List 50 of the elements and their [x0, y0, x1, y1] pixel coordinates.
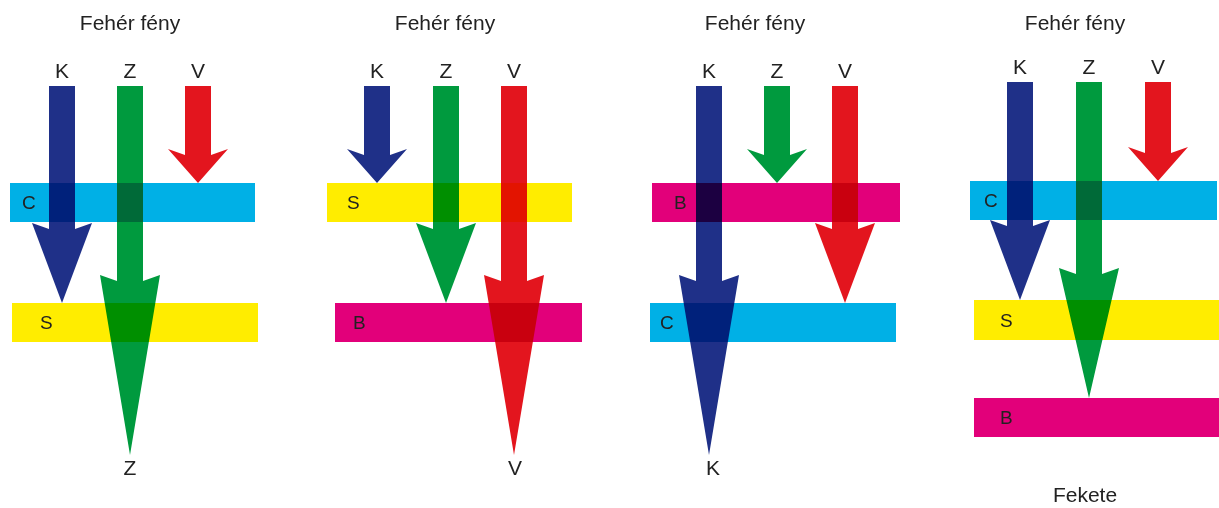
filter-band — [974, 398, 1219, 437]
filter-letter: S — [40, 313, 53, 332]
light-arrow — [100, 86, 160, 455]
caption-text: Fekete — [1052, 482, 1118, 508]
caption-text: Fehér fény — [79, 10, 181, 36]
filter-band — [335, 303, 582, 342]
color-letter: V — [830, 58, 860, 82]
color-letter: V — [183, 58, 213, 82]
filter-band — [327, 183, 572, 222]
light-arrow — [747, 86, 807, 183]
color-letter: K — [1005, 54, 1035, 78]
filter-letter: B — [1000, 408, 1013, 427]
color-letter: K — [47, 58, 77, 82]
filter-letter: B — [674, 193, 687, 212]
light-arrow — [815, 86, 875, 303]
caption-text: Fehér fény — [1024, 10, 1126, 36]
light-arrow — [347, 86, 407, 183]
color-letter: V — [1143, 54, 1173, 78]
filter-band — [970, 181, 1217, 220]
light-arrow — [990, 82, 1050, 300]
color-letter: Z — [762, 58, 792, 82]
color-letter: K — [362, 58, 392, 82]
light-arrow — [1059, 82, 1119, 398]
color-letter: K — [694, 58, 724, 82]
color-letter: Z — [115, 455, 145, 479]
light-arrow — [168, 86, 228, 183]
light-arrow — [484, 86, 544, 455]
filter-band — [12, 303, 258, 342]
color-letter: Z — [115, 58, 145, 82]
color-letter: V — [499, 58, 529, 82]
caption-text: Fehér fény — [394, 10, 496, 36]
light-arrow — [32, 86, 92, 303]
caption-text: Fehér fény — [704, 10, 806, 36]
color-letter: Z — [431, 58, 461, 82]
color-letter: Z — [1074, 54, 1104, 78]
filter-letter: C — [660, 313, 674, 332]
color-letter: V — [500, 455, 530, 479]
filter-letter: C — [22, 193, 36, 212]
filter-letter: S — [1000, 310, 1013, 330]
filter-band — [974, 300, 1219, 340]
filter-band — [650, 303, 896, 342]
filter-letter: S — [347, 193, 360, 212]
filter-letter: C — [984, 191, 998, 210]
filter-band — [652, 183, 900, 222]
light-arrow — [1128, 82, 1188, 181]
light-arrow — [679, 86, 739, 455]
light-arrow — [416, 86, 476, 303]
color-letter: K — [698, 455, 728, 479]
filter-letter: B — [353, 313, 366, 332]
filter-band — [10, 183, 255, 222]
